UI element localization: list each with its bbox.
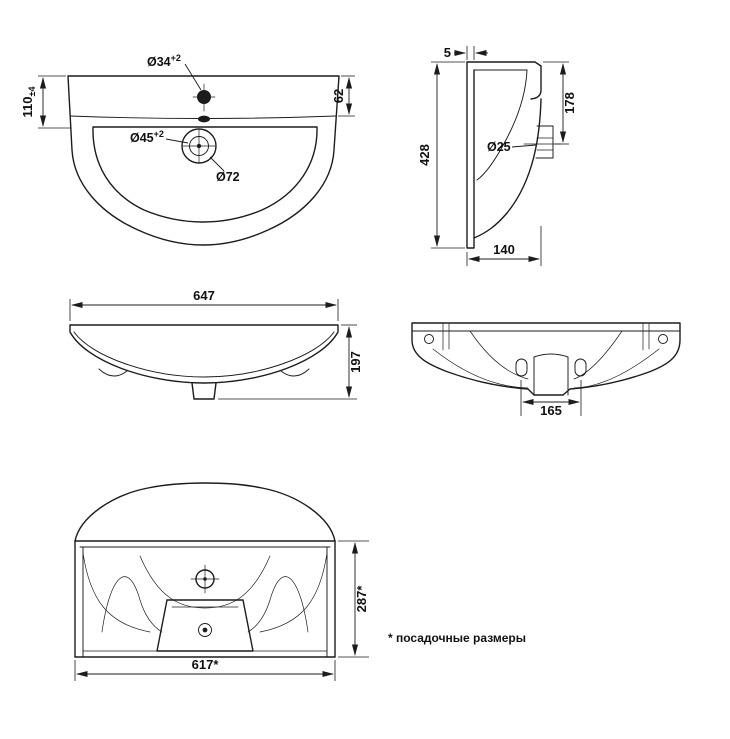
left-fixing-hole [424,334,434,344]
back-depth-value: 110±4 [20,87,37,118]
bottom-outline [411,322,681,396]
center-channel [533,353,569,396]
cover-leader-line [209,156,225,172]
bowl-inner-profile [476,69,528,181]
dimension-overall-height: 428 [417,61,465,249]
faucet-dia-value: Ø34 [147,55,171,69]
faucet-tol-value: +2 [171,53,181,63]
dimension-fitting-height: 287* [338,540,369,658]
back-wall [466,61,475,249]
drain-hole-circle [189,136,209,156]
right-underside-sweep [259,552,328,633]
front-rim-inner-line [73,331,335,378]
left-rib-arch [101,576,163,633]
side-section-view: Ø25 5 428 178 140 [417,45,577,266]
faucet-leader-line [184,63,202,91]
dome-outline [74,482,336,542]
top-rim [466,61,542,100]
bowl-outer-profile [473,98,542,239]
back-faucet-dot [203,577,207,581]
dimension-height-197: 197 [218,324,363,400]
dimension-wall-thickness: 5 [444,45,488,60]
drain-cover-circle [181,128,217,164]
dimension-fixing-span: 165 [520,380,582,418]
drain-tol-value: +2 [154,129,164,139]
overflow-boss [535,125,554,159]
back-faucet-hole [195,569,215,589]
hole-offset-value: 178 [562,92,577,114]
right-tab-lines [642,322,650,351]
back-depth-number: 110 [20,96,35,117]
right-rib-outer [573,348,660,389]
bowl-rim [92,126,318,223]
ledge-depth-value: 62 [331,89,346,103]
faucet-hole [197,90,211,104]
dimension-back-depth: 110±4 [20,75,71,129]
dimension-fitting-width: 617* [74,657,336,681]
fitting-width-value: 617* [192,657,220,672]
front-view: 647 197 [69,288,363,400]
bowl-underside-curve [139,555,271,609]
faucet-dia-label: Ø34+2 [147,53,181,69]
back-drain-hole [198,623,212,637]
dimension-width-647: 647 [69,288,339,321]
right-rib-arch [247,576,309,633]
overall-height-value: 428 [417,144,432,166]
cover-dia-label: Ø72 [216,170,240,184]
hole-dia-label: Ø25 [487,140,511,154]
left-fixing-slot [515,358,528,377]
front-width-value: 647 [193,288,215,303]
back-depth-tol: ±4 [27,87,37,97]
right-foot [280,368,310,377]
bottom-view: 165 [411,322,681,418]
back-drain-dot [202,627,208,633]
drain-stub [191,382,217,400]
right-fixing-hole [658,334,668,344]
left-foot [98,368,128,377]
dimension-ledge-depth: 62 [331,75,355,117]
front-height-value: 197 [348,351,363,373]
dimension-side-depth: 140 [466,226,542,266]
drain-leader-line [165,138,189,144]
left-tab-lines [442,322,450,351]
fitting-height-value: 287* [354,585,369,613]
side-depth-value: 140 [493,242,515,257]
hole-dia-leader [511,144,537,148]
basin-outline [67,75,340,246]
mounting-dimensions-note: * посадочные размеры [388,631,526,645]
left-underside-sweep [82,552,151,633]
plan-view: Ø34+2 Ø45+2 Ø72 62 110±4 [20,53,355,246]
left-rib-outer [432,348,529,389]
right-rib-inner [573,330,623,380]
front-outline [69,324,339,384]
left-rib-inner [469,330,529,380]
pedestal-outline [156,599,254,652]
drain-dia-value: Ø45 [130,131,154,145]
drain-center-dot [196,143,202,149]
right-fixing-slot [574,358,587,377]
overflow-slot [198,115,210,123]
drain-dia-label: Ø45+2 [130,129,164,145]
wall-thickness-value: 5 [444,45,451,60]
fixing-span-value: 165 [540,403,562,418]
back-view: 287* 617* [74,482,369,681]
dimension-hole-offset: 178 [543,61,577,145]
